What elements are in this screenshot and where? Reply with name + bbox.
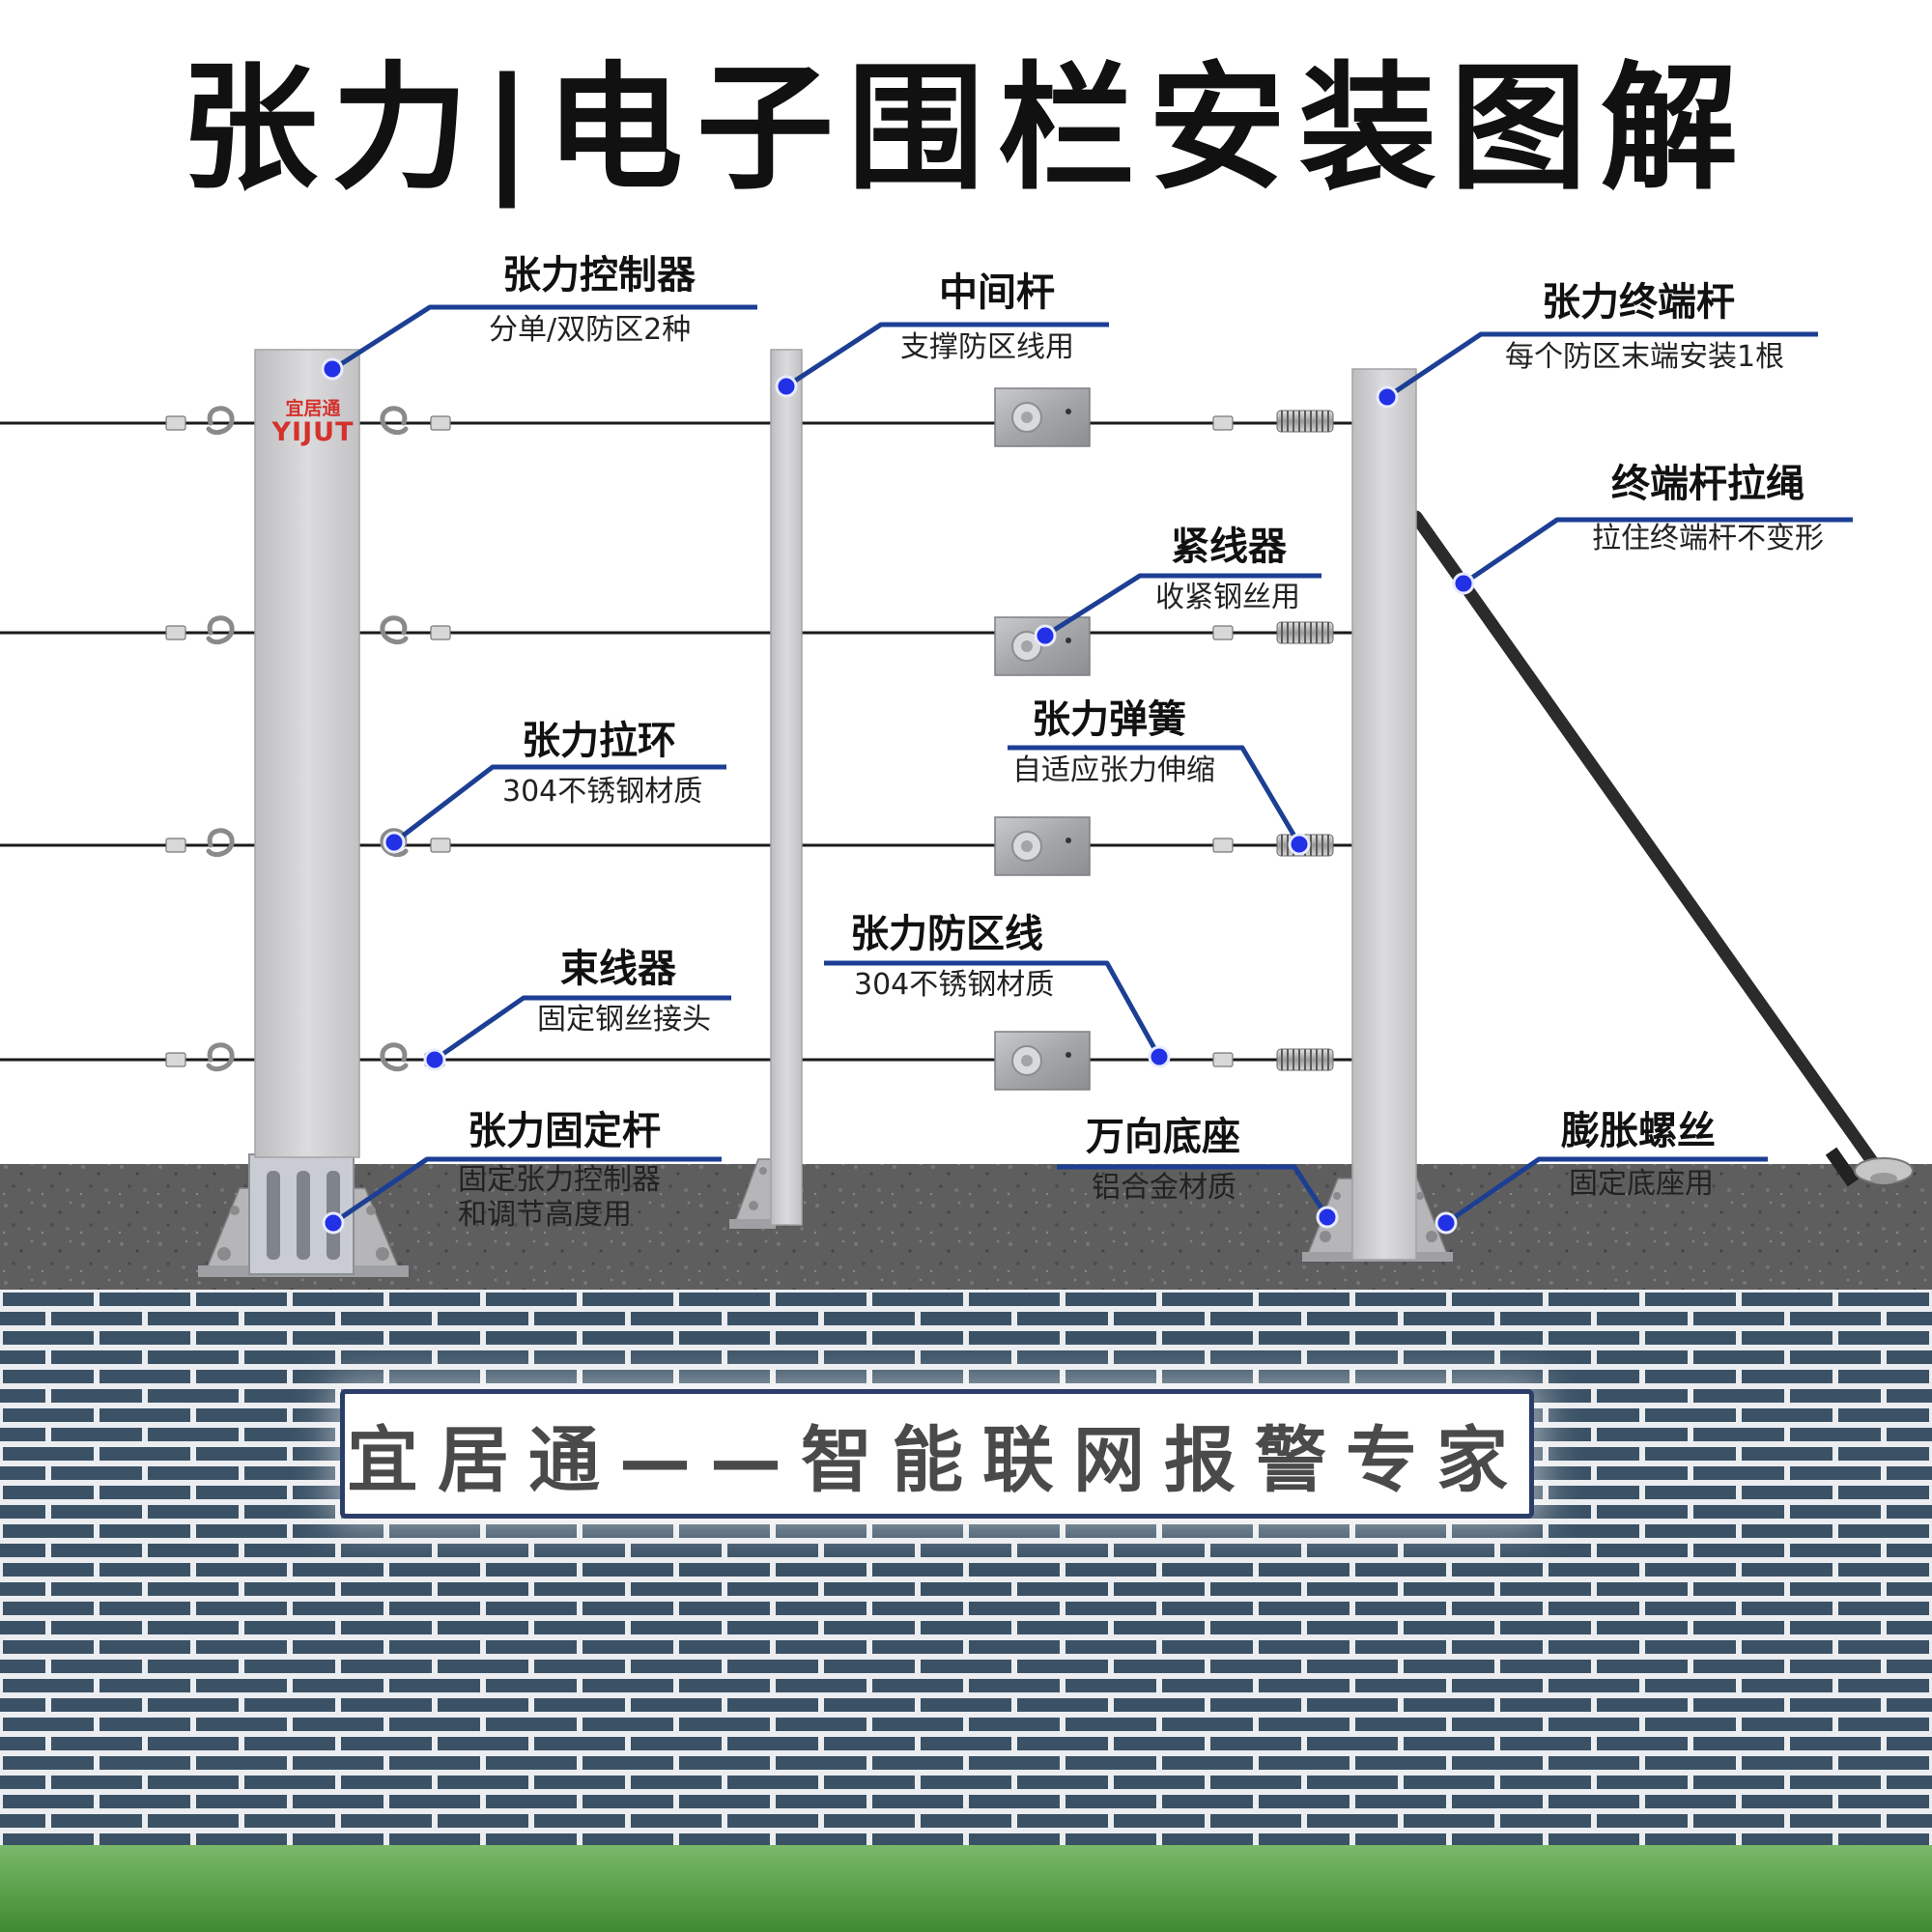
dot-tension-terminal-pole (1376, 385, 1399, 409)
terminal-pole-rope-graphic (1409, 510, 1914, 1187)
callout-title: 万向底座 (1086, 1115, 1240, 1159)
callout-desc-line2: 和调节高度用 (458, 1198, 632, 1232)
leader-terminal-pole-rope (1462, 517, 1853, 586)
callout-title: 终端杆拉绳 (1611, 462, 1804, 506)
callout-universal-base: 万向底座 铝合金材质 (1086, 1115, 1240, 1206)
callout-desc: 304不锈钢材质 (502, 775, 703, 809)
leader-middle-pole (784, 322, 1109, 389)
callout-title: 张力弹簧 (1032, 697, 1186, 742)
dot-tension-fixed-pole (322, 1211, 345, 1235)
zone-wires (0, 421, 1352, 1062)
brand-logo: 宜居通 YIJUT (263, 398, 363, 446)
dot-middle-pole (775, 375, 798, 398)
callout-tension-controller: 张力控制器 分单/双防区2种 (489, 253, 696, 348)
callout-wire-tightener: 紧线器 收紧钢丝用 (1155, 525, 1300, 615)
grass-strip (0, 1845, 1932, 1932)
leader-lines (331, 304, 1853, 1226)
leader-expansion-bolt (1444, 1156, 1768, 1226)
dot-wire-tightener (1034, 624, 1057, 647)
leader-tension-controller (331, 304, 757, 372)
leader-tension-ring (392, 764, 726, 844)
callout-tension-fixed-pole: 张力固定杆 固定张力控制器 和调节高度用 (458, 1109, 661, 1233)
leader-tension-zone-wire (824, 960, 1162, 1059)
marker-dots (321, 357, 1475, 1235)
callout-title: 张力固定杆 (468, 1109, 661, 1153)
fixed-pole (248, 1153, 355, 1275)
callout-title: 张力拉环 (522, 719, 676, 763)
leader-universal-base (1057, 1164, 1330, 1219)
callout-desc: 每个防区末端安装1根 (1505, 340, 1785, 374)
callout-title: 束线器 (560, 947, 676, 991)
leader-wire-binder (433, 995, 731, 1063)
callout-title: 张力控制器 (502, 253, 696, 298)
dot-wire-binder (423, 1048, 446, 1071)
terminal-pole-graphic (1351, 368, 1417, 1261)
leader-tension-spring (1008, 745, 1302, 846)
callout-middle-pole: 中间杆 支撑防区线用 (900, 270, 1074, 365)
callout-desc: 铝合金材质 (1092, 1171, 1236, 1205)
callout-desc: 固定底座用 (1569, 1167, 1714, 1201)
slogan-text: 宜居通——智能联网报警专家 (347, 1418, 1527, 1502)
dot-tension-ring (383, 831, 406, 854)
callout-desc: 分单/双防区2种 (489, 313, 692, 347)
callout-title: 紧线器 (1171, 525, 1287, 569)
dot-tension-zone-wire (1148, 1045, 1171, 1068)
dot-terminal-pole-rope (1452, 572, 1475, 595)
callout-desc: 固定张力控制器 (458, 1163, 661, 1197)
callout-title: 张力终端杆 (1542, 280, 1735, 325)
brick-wall (0, 1290, 1932, 1845)
callout-desc: 自适应张力伸缩 (1012, 753, 1215, 787)
slogan-banner: 宜居通——智能联网报警专家 (340, 1389, 1534, 1519)
callout-title: 中间杆 (939, 270, 1055, 315)
callout-desc: 收紧钢丝用 (1155, 581, 1300, 614)
callout-tension-terminal-pole: 张力终端杆 每个防区末端安装1根 (1505, 280, 1784, 375)
dot-tension-controller (321, 357, 344, 381)
tension-controller-pole (254, 349, 360, 1158)
tension-springs (1276, 410, 1334, 1071)
leader-wire-tightener (1043, 573, 1321, 639)
page-title: 张力|电子围栏安装图解 (0, 29, 1932, 209)
callout-tension-ring: 张力拉环 304不锈钢材质 (502, 719, 702, 810)
dot-tension-spring (1288, 833, 1311, 856)
brand-logo-cn: 宜居通 (285, 398, 341, 419)
dot-universal-base (1316, 1206, 1339, 1229)
callout-title: 膨胀螺丝 (1561, 1109, 1716, 1153)
callout-desc: 304不锈钢材质 (854, 968, 1055, 1002)
brand-logo-en: YIJUT (271, 417, 355, 447)
callout-title: 张力防区线 (850, 912, 1043, 956)
callout-desc: 固定钢丝接头 (537, 1003, 711, 1037)
callout-tension-spring: 张力弹簧 自适应张力伸缩 (1012, 697, 1215, 788)
callout-wire-binder: 束线器 固定钢丝接头 (537, 947, 711, 1037)
middle-pole-graphic (770, 349, 803, 1226)
callout-desc: 支撑防区线用 (900, 330, 1074, 364)
callout-tension-zone-wire: 张力防区线 304不锈钢材质 (850, 912, 1054, 1003)
leader-tension-fixed-pole (331, 1156, 722, 1226)
callout-terminal-pole-rope: 终端杆拉绳 拉住终端杆不变形 (1592, 462, 1824, 556)
dot-expansion-bolt (1435, 1211, 1458, 1235)
leader-tension-terminal-pole (1385, 331, 1818, 400)
page-title-text: 张力|电子围栏安装图解 (181, 49, 1751, 209)
base-middle (729, 1158, 776, 1229)
callout-desc: 拉住终端杆不变形 (1592, 522, 1824, 555)
callout-expansion-bolt: 膨胀螺丝 固定底座用 (1561, 1109, 1716, 1202)
